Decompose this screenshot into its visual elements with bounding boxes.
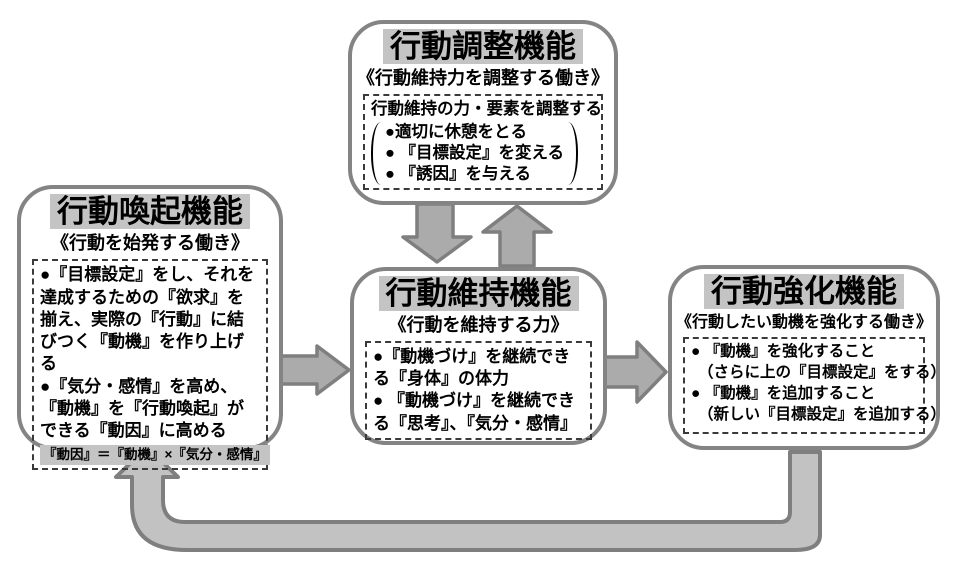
bullet-item: ●『目標設定』をし、それを達成するための『欲求』を揃え、実際の『行動』に結びつく… [40,265,255,374]
bullet-item: ●適切に休憩をとる [385,122,527,141]
bullet-item: ●『気分・感情』を高め、『動機』を『行動喚起』ができる『動因』に高める [40,376,244,441]
bullet-item: ● 『動機』を追加すること [691,384,876,402]
title-highlight: 行動調整機能 [383,29,583,64]
box-arousal-title: 行動喚起機能 [50,194,250,230]
box-maintenance-subtitle: 《行動を維持する力》 [388,314,569,335]
bullet-note: （新しい『目標設定』を追加する） [698,405,947,423]
box-behavior-arousal: 行動喚起機能 《行動を始発する働き》 ●『目標設定』をし、それを達成するための『… [17,185,283,471]
bullet-note: （さらに上の『目標設定』をする） [698,363,947,381]
box-adjustment-subtitle: 《行動維持力を調整する働き》 [357,67,609,88]
bullet-item: ● 『目標設定』を変える [385,143,565,162]
box-behavior-reinforcement: 行動強化機能 《行動したい動機を強化する働き》 ● 『動機』を強化すること （さ… [668,265,947,450]
box-reinforcement-subtitle: 《行動したい動機を強化する働き》 [675,313,932,331]
bullet-item: ● 『誘因』を与える [385,165,532,184]
adjustment-bullets: ●適切に休憩をとる ● 『目標設定』を変える ● 『誘因』を与える [385,122,564,185]
box-behavior-maintenance: 行動維持機能 《行動を維持する力》 ●『動機づけ』を継続できる『身体』の体力 ●… [350,267,607,445]
bullet-item: ●『動機づけ』を継続できる『身体』の体力 [373,347,571,389]
title-highlight: 行動維持機能 [378,276,579,311]
title-highlight: 行動強化機能 [704,274,904,309]
bullet-item: ● 『動機』を強化すること [691,342,876,360]
arrow-right-icon-left [279,344,351,396]
right-brace-icon [566,121,579,186]
drive-formula: 『動因』＝『動機』×『気分・感情』 [40,445,270,466]
left-brace-icon [371,121,383,186]
box-arousal-body: ●『目標設定』をし、それを達成するための『欲求』を揃え、実際の『行動』に結びつく… [32,259,270,471]
title-highlight: 行動喚起機能 [50,194,250,229]
box-behavior-adjustment: 行動調整機能 《行動維持力を調整する働き》 行動維持の力・要素を調整する ●適切… [348,20,618,205]
box-adjustment-body: 行動維持の力・要素を調整する ●適切に休憩をとる ● 『目標設定』を変える ● … [363,94,603,191]
box-reinforcement-title: 行動強化機能 [704,274,904,310]
box-arousal-subtitle: 《行動を始発する働き》 [51,232,249,253]
box-adjustment-title: 行動調整機能 [383,29,583,65]
box-maintenance-body: ●『動機づけ』を継続できる『身体』の体力 ● 『動機づけ』を継続できる『思考』、… [365,341,592,440]
box-maintenance-title: 行動維持機能 [378,276,579,312]
arrow-up-icon [481,204,553,268]
adjustment-bullet-group: ●適切に休憩をとる ● 『目標設定』を変える ● 『誘因』を与える [371,121,595,186]
arrow-right-icon-center [603,340,668,404]
bullet-item: ● 『動機づけ』を継続できる『思考』、『気分・感情』 [373,391,577,433]
box-reinforcement-body: ● 『動機』を強化すること （さらに上の『目標設定』をする） ● 『動機』を追加… [683,336,947,434]
feedback-loop-arrow-icon [114,445,822,552]
adjustment-heading: 行動維持の力・要素を調整する [371,100,602,119]
arrow-down-icon [401,202,473,264]
